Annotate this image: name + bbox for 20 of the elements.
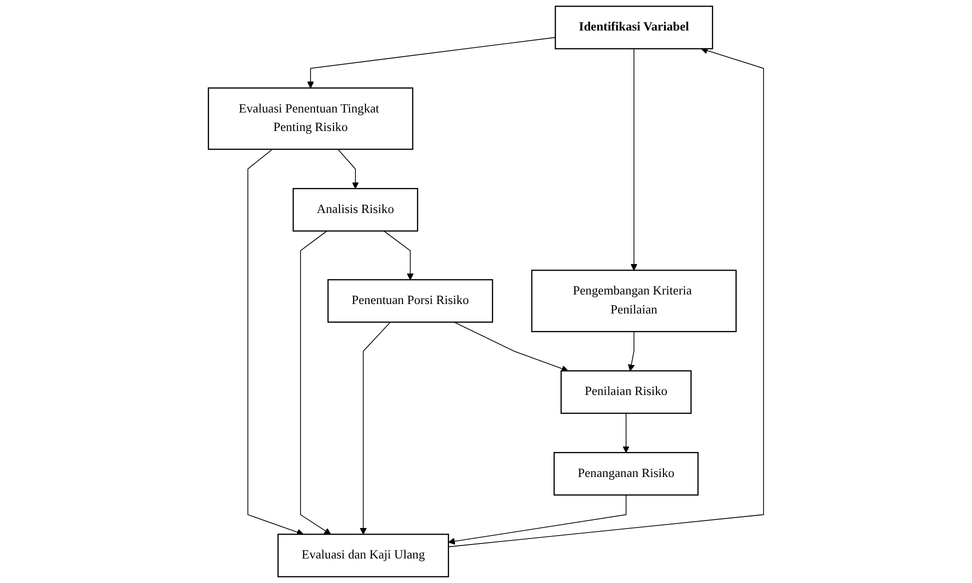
node-box: Pengembangan Kriteria Penilaian	[531, 270, 737, 332]
arrow	[247, 148, 304, 536]
arrow	[384, 230, 414, 280]
arrow	[360, 322, 391, 535]
node-box: Evaluasi Penentuan Tingkat Penting Risiko	[208, 87, 414, 150]
node-box: Analisis Risiko	[292, 188, 418, 232]
arrow	[622, 412, 630, 453]
arrow	[338, 148, 359, 189]
arrow	[628, 331, 635, 372]
node-box: Penilaian Risiko	[560, 370, 692, 414]
node-box: Identifikasi Variabel	[554, 6, 714, 50]
arrow	[630, 48, 638, 271]
node-box: Evaluasi dan Kaji Ulang	[277, 534, 450, 578]
node-box: Penanganan Risiko	[554, 452, 699, 496]
arrow	[448, 47, 764, 548]
arrow	[307, 37, 556, 88]
arrow	[454, 322, 568, 372]
arrow	[300, 230, 331, 535]
arrow	[448, 494, 626, 545]
node-box: Penentuan Porsi Risiko	[327, 279, 494, 323]
